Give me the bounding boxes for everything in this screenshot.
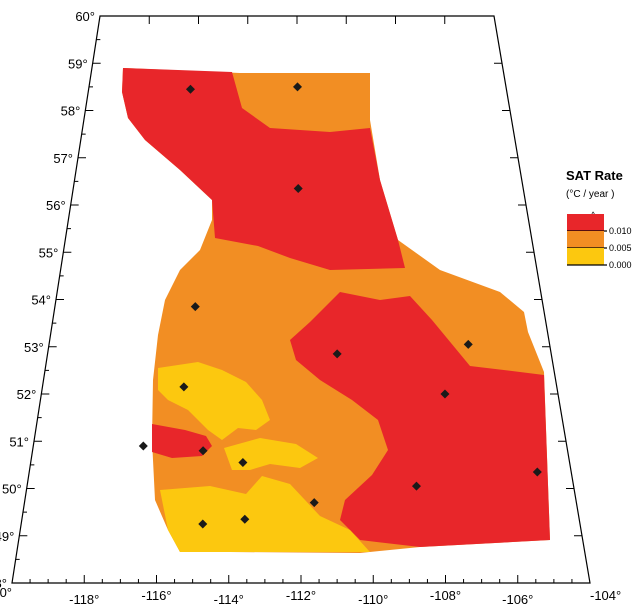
- station-marker: [198, 519, 208, 529]
- legend-bin-label: 0.000: [609, 260, 632, 270]
- station-marker: [198, 446, 208, 456]
- station-marker: [293, 82, 302, 92]
- tick-labels: 48° 49° 50° 51° 52° 53° 54° 55° 56° 57° 58° 59° 60° -…: [0, 9, 621, 607]
- station-marker: [179, 382, 189, 392]
- lat-tick-label: 49°: [0, 529, 14, 544]
- legend-subtitle: (°C / year ): [566, 189, 614, 200]
- region-high-north: [122, 68, 405, 270]
- station-marker: [240, 514, 250, 524]
- legend-swatch: [567, 248, 604, 265]
- region-low-south: [160, 476, 370, 552]
- lon-tick-label: -104°: [590, 588, 621, 603]
- lat-tick-label: 51°: [9, 434, 29, 449]
- lon-tick-label: -112°: [286, 588, 316, 603]
- station-marker: [332, 349, 342, 359]
- lat-tick-label: 48°: [0, 576, 7, 591]
- lon-tick-label: -106°: [502, 592, 533, 607]
- lat-tick-label: 52°: [17, 387, 37, 402]
- station-markers: [138, 82, 542, 529]
- lat-tick-label: 56°: [46, 198, 66, 213]
- region-low-west: [158, 362, 270, 440]
- station-marker: [532, 467, 542, 477]
- contour-regions: [122, 68, 550, 553]
- lon-tick-label: -116°: [141, 588, 171, 603]
- legend-bin-label: 0.005: [609, 243, 632, 253]
- lat-tick-label: 60°: [75, 9, 95, 24]
- legend-swatch: [567, 214, 604, 231]
- legend-bin-label: 0.010: [609, 226, 632, 236]
- legend-bins: 0.010 0.005 0.000: [567, 214, 632, 270]
- lat-tick-label: 59°: [68, 56, 88, 71]
- station-marker: [411, 481, 421, 491]
- region-high-west: [152, 424, 212, 458]
- station-marker: [309, 498, 319, 508]
- legend-swatch: [567, 231, 604, 248]
- region-high-east: [290, 292, 550, 547]
- station-marker: [190, 302, 200, 312]
- tick-marks: [15, 16, 582, 583]
- region-low-central: [224, 438, 318, 470]
- station-marker: [138, 441, 148, 451]
- lat-tick-label: 54°: [31, 293, 51, 308]
- station-marker: [440, 389, 450, 399]
- lon-tick-label: -114°: [214, 592, 244, 607]
- station-marker: [185, 84, 195, 94]
- lon-tick-label: -108°: [430, 588, 461, 603]
- station-marker: [293, 183, 303, 193]
- lat-tick-label: 55°: [39, 245, 59, 260]
- station-marker: [463, 339, 473, 349]
- lat-tick-label: 58°: [61, 104, 81, 119]
- lon-tick-label: -118°: [69, 592, 99, 607]
- station-marker: [238, 458, 248, 468]
- lon-tick-label: -120°: [0, 585, 12, 600]
- lat-tick-label: 50°: [2, 482, 22, 497]
- lat-tick-label: 53°: [24, 340, 44, 355]
- legend-title: SAT Rate: [566, 168, 623, 183]
- lat-tick-label: 57°: [53, 151, 73, 166]
- lon-tick-label: -110°: [358, 592, 388, 607]
